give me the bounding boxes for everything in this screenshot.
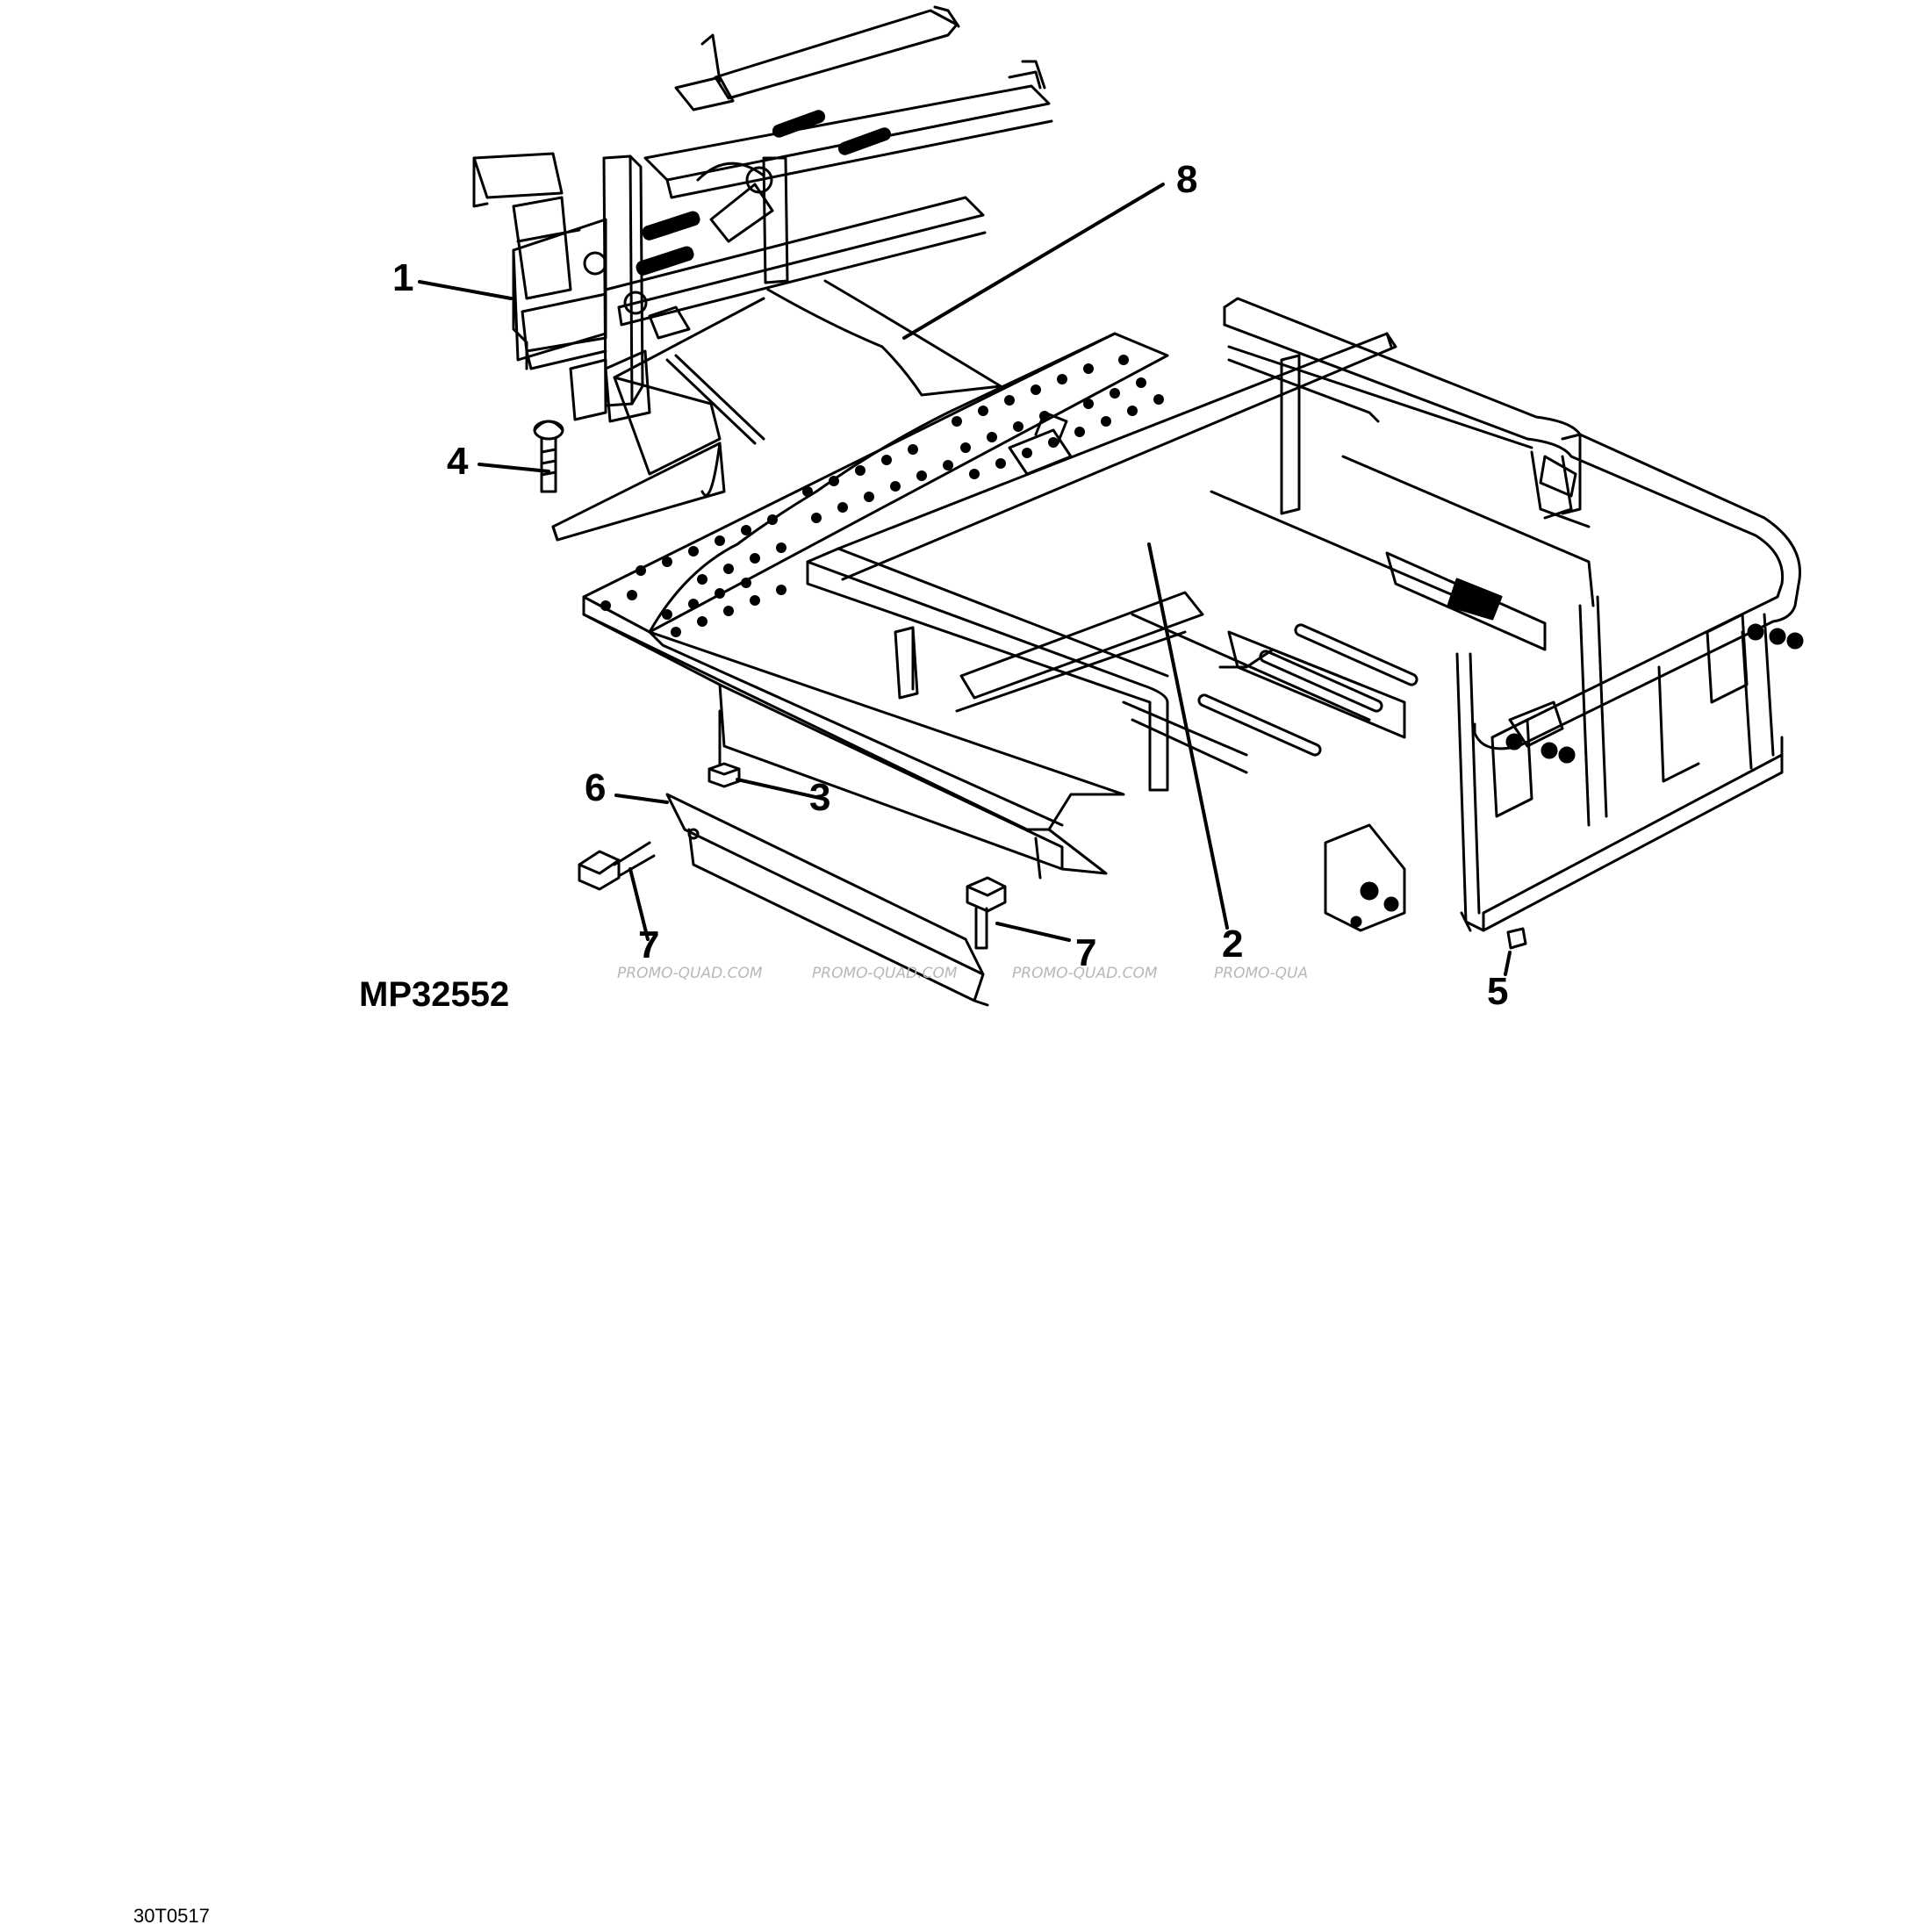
callout-5: 5 — [1487, 970, 1509, 1013]
callout-8: 8 — [1176, 158, 1198, 201]
flange-bolt-left — [578, 841, 656, 891]
bumper-block — [1506, 927, 1527, 950]
seat-rail-beam — [806, 332, 1397, 792]
watermark-3: PROMO-QUAD.COM — [1012, 965, 1158, 982]
watermark-4: PROMO-QUA — [1214, 965, 1309, 982]
front-support-bracket — [472, 5, 1053, 423]
flange-bolt-right — [966, 876, 1007, 950]
callout-7-right: 7 — [1075, 931, 1097, 974]
hex-nut — [707, 762, 741, 788]
carriage-bolt — [533, 420, 564, 493]
document-code: 30T0517 — [133, 1905, 210, 1927]
callout-1: 1 — [392, 256, 414, 299]
main-frame — [955, 297, 1804, 932]
callout-6: 6 — [585, 766, 607, 809]
kick-plate — [665, 793, 989, 1007]
watermark-2: PROMO-QUAD.COM — [812, 965, 958, 982]
callout-4: 4 — [447, 440, 469, 483]
leader-lines — [418, 183, 1512, 976]
figure-id: MP32552 — [359, 975, 510, 1014]
operator-platform — [582, 332, 1169, 880]
front-curved-panel — [551, 279, 1002, 542]
callout-3: 3 — [809, 776, 831, 819]
watermark-1: PROMO-QUAD.COM — [617, 965, 763, 982]
center-mount-studs — [1008, 411, 1073, 476]
platform-holes — [600, 355, 1164, 637]
callout-7-left: 7 — [638, 923, 660, 966]
callout-2: 2 — [1222, 923, 1244, 966]
